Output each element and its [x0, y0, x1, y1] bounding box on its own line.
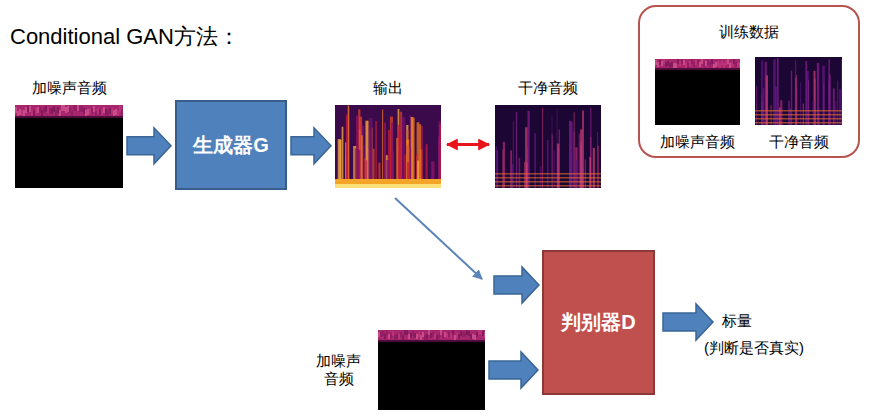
caption-label: 加噪声 音频	[313, 352, 364, 388]
caption-label: 加噪声音频	[32, 79, 107, 97]
comparison-arrow	[447, 143, 489, 146]
output-arrow	[663, 304, 713, 340]
spectrogram-image	[15, 105, 123, 188]
block-arrow	[489, 352, 538, 388]
noisy-spectrogram: 加噪声音频	[655, 59, 740, 125]
box-label: 判别器D	[561, 309, 635, 336]
clean-spectrogram: 干净音频	[755, 57, 842, 125]
block-arrow	[291, 128, 331, 164]
pointer-line	[395, 198, 482, 279]
diagram-title: Conditional GAN方法：	[10, 22, 240, 52]
box-label: 生成器G	[193, 132, 269, 159]
discriminator-box: 判别器D	[542, 250, 655, 395]
block-arrow	[127, 128, 171, 164]
caption-label: 干净音频	[769, 133, 829, 151]
spectrogram-image	[378, 330, 485, 410]
connector	[127, 128, 171, 164]
output-spectrogram: 输出	[335, 105, 441, 188]
generator-box: 生成器G	[175, 100, 287, 190]
connector	[447, 144, 489, 145]
spectrogram-image	[495, 105, 601, 188]
connector	[291, 128, 331, 164]
connector	[489, 352, 538, 388]
spectrogram-image	[655, 59, 740, 125]
output-note: 标量	[722, 312, 752, 331]
block-arrow	[494, 267, 539, 303]
output-note: (判断是否真实)	[704, 339, 804, 358]
training-data-panel: 训练数据加噪声音频干净音频	[638, 5, 860, 158]
connector	[395, 198, 539, 303]
caption-label: 干净音频	[518, 79, 578, 97]
spectrogram-image	[755, 57, 842, 125]
noisy-spectrogram: 加噪声 音频	[378, 330, 485, 410]
clean-spectrogram: 干净音频	[495, 105, 601, 188]
noisy-spectrogram: 加噪声音频	[15, 105, 123, 188]
spectrogram-image	[335, 105, 441, 188]
caption-label: 训练数据	[719, 23, 779, 41]
caption-label: 输出	[373, 79, 403, 97]
caption-label: 加噪声音频	[660, 133, 735, 151]
block-arrow	[663, 304, 713, 340]
